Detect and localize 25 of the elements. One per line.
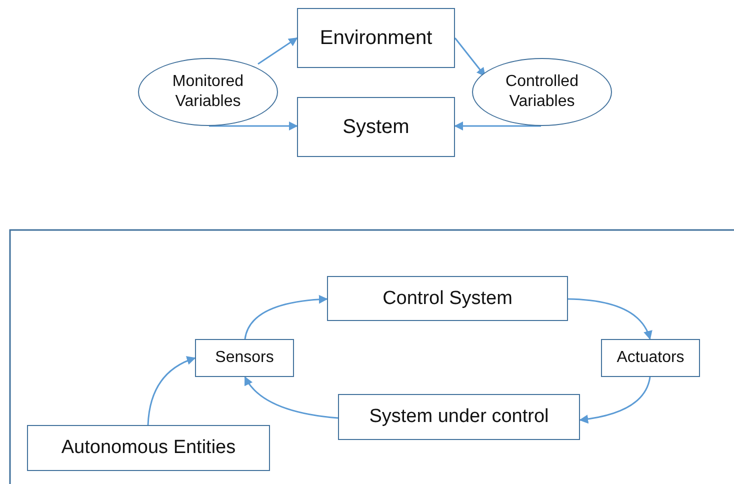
arrow bbox=[244, 376, 338, 419]
arrow bbox=[568, 298, 652, 340]
node-label: Sensors bbox=[215, 348, 274, 368]
arrow bbox=[454, 122, 541, 130]
node-label: System under control bbox=[369, 405, 549, 429]
arrow bbox=[579, 376, 651, 424]
node-label: Controlled Variables bbox=[504, 72, 580, 112]
process-box bbox=[297, 8, 455, 68]
arrow bbox=[209, 122, 298, 130]
node-label: Control System bbox=[382, 286, 512, 310]
node-label: Autonomous Entities bbox=[61, 436, 236, 460]
process-box bbox=[327, 276, 568, 321]
process-box bbox=[195, 339, 294, 377]
process-box bbox=[601, 339, 700, 377]
arrow bbox=[147, 356, 196, 426]
node-label: System bbox=[342, 114, 410, 140]
node-label: Environment bbox=[320, 26, 432, 50]
node-label: Actuators bbox=[616, 348, 684, 368]
arrow bbox=[244, 295, 328, 340]
arrow bbox=[454, 38, 486, 77]
process-box bbox=[27, 425, 270, 471]
process-box bbox=[297, 97, 455, 157]
arrow bbox=[258, 37, 298, 65]
node-label: Monitored Variables bbox=[171, 72, 245, 112]
process-box bbox=[338, 394, 580, 440]
